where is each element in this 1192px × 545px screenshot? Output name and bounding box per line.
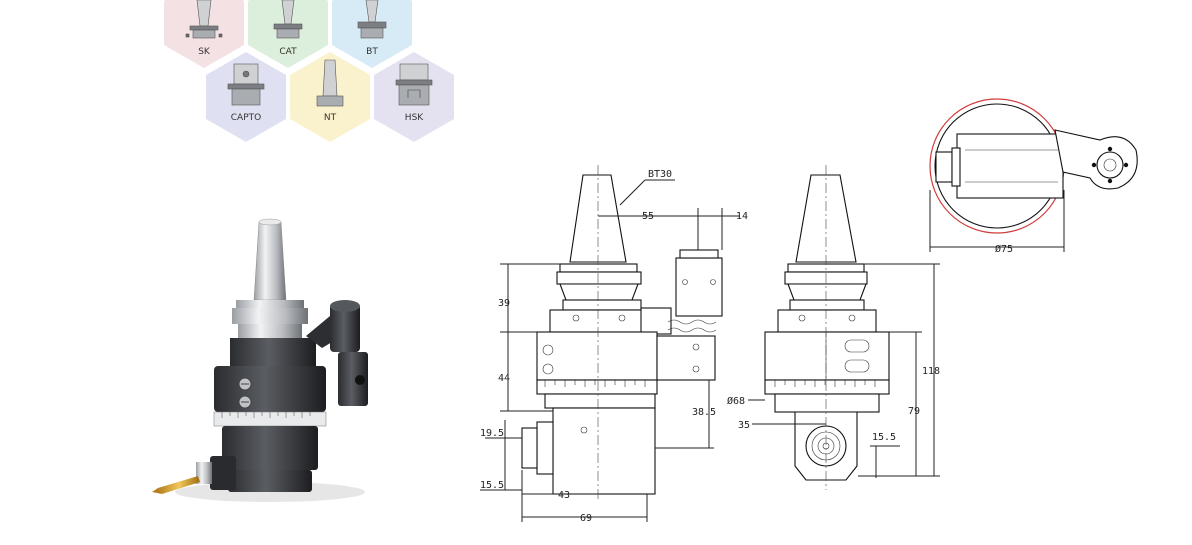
dim-phi68: Ø68	[727, 395, 745, 407]
cat-holder-icon	[273, 0, 303, 39]
bt-holder-icon	[357, 0, 387, 39]
hex-bt: BT	[332, 0, 412, 68]
dim-69: 69	[580, 513, 592, 524]
hex-sk: SK	[164, 0, 244, 68]
angle-head-product-image	[152, 218, 368, 502]
holder-type-legend: SK CAT BT	[164, 0, 454, 142]
front-view-dimensions: BT30 55 14 39 44 19.5 15.5 38.5	[480, 169, 748, 524]
dim-14: 14	[736, 211, 748, 222]
side-view-drawing: Ø68 35 15.5 79 118	[727, 165, 940, 490]
dim-38-5: 38.5	[692, 407, 716, 418]
hex-capto: CAPTO	[206, 52, 286, 142]
nt-holder-icon	[316, 59, 344, 107]
hex-bt-label: BT	[366, 47, 378, 57]
dim-phi75: Ø75	[995, 243, 1013, 255]
dim-19-5: 19.5	[480, 428, 504, 439]
dim-43: 43	[558, 490, 570, 501]
hex-cat-label: CAT	[279, 47, 297, 57]
sk-holder-icon	[185, 0, 223, 39]
dim-35: 35	[738, 420, 750, 431]
front-view-drawing: BT30 55 14 39 44 19.5 15.5 38.5	[480, 165, 748, 524]
capto-holder-icon	[227, 63, 265, 106]
hex-sk-label: SK	[198, 47, 211, 57]
dim-15-5-right: 15.5	[872, 432, 896, 443]
dim-118: 118	[922, 366, 940, 377]
hex-nt: NT	[290, 52, 370, 142]
dim-55: 55	[642, 211, 654, 222]
dim-44: 44	[498, 373, 510, 384]
top-view-drawing: Ø75	[929, 98, 1138, 255]
dim-39: 39	[498, 298, 510, 309]
dim-79: 79	[908, 406, 920, 417]
hsk-holder-icon	[395, 63, 433, 106]
hex-capto-label: CAPTO	[231, 113, 261, 123]
hex-hsk: HSK	[374, 52, 454, 142]
hex-hsk-label: HSK	[405, 113, 424, 123]
taper-label: BT30	[648, 169, 672, 180]
top-view-dimensions: Ø75	[929, 190, 1065, 255]
hex-nt-label: NT	[324, 113, 337, 123]
side-view-dimensions: Ø68 35 15.5 79 118	[727, 263, 940, 478]
dim-15-5-left: 15.5	[480, 480, 504, 491]
hex-cat: CAT	[248, 0, 328, 68]
